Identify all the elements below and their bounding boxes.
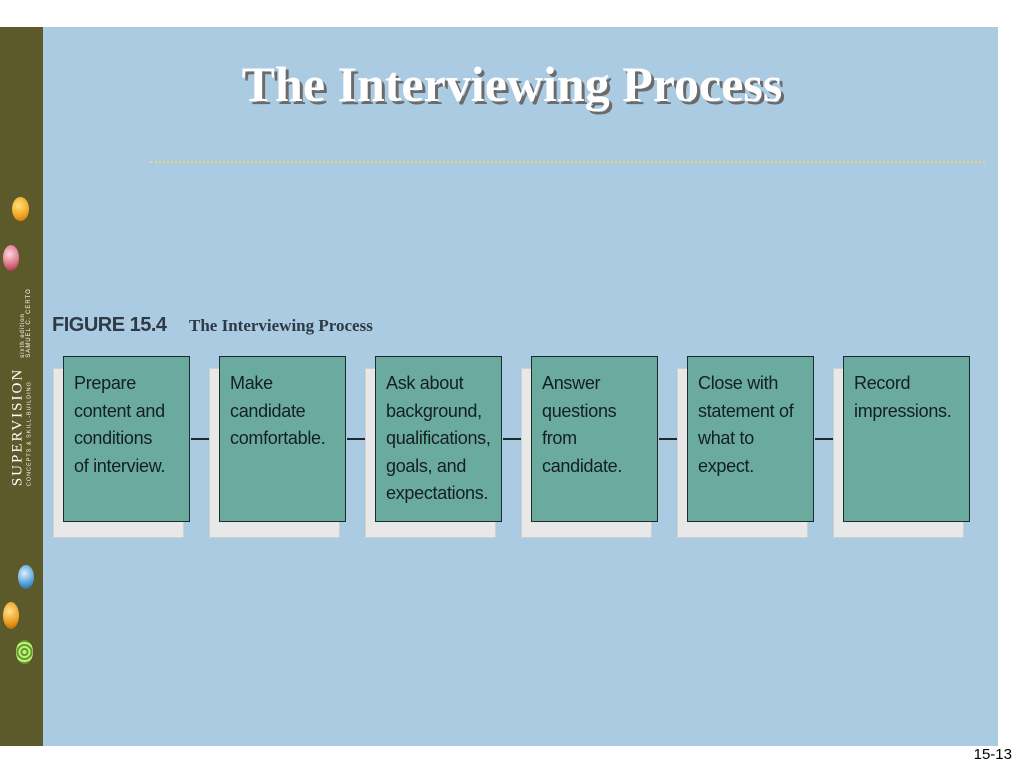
brand-text: SUPERVISION CONCEPTS & SKILL-BUILDING [10,368,33,486]
slide-number: 15-13 [973,746,1012,763]
brand-sidebar: sixth edition SAMUEL C. CERTO SUPERVISIO… [0,27,43,746]
process-step-5: Close with statement of what to expect. [687,356,814,522]
amber-gem-icon [3,602,19,629]
edition-author-text: sixth edition SAMUEL C. CERTO [20,288,32,358]
title-divider [150,161,985,163]
process-step-6-text: Record impressions. [854,373,952,421]
figure-caption: FIGURE 15.4 The Interviewing Process [52,314,373,337]
figure-label: FIGURE 15.4 [52,314,167,336]
process-step-4-text: Answer questions from candidate. [542,373,623,476]
process-step-3: Ask about background, qualifications, go… [375,356,502,522]
brand-subtitle: CONCEPTS & SKILL-BUILDING [26,381,33,487]
process-step-4: Answer questions from candidate. [531,356,658,522]
process-step-1: Prepare content and conditions of interv… [63,356,190,522]
slide-title: The Interviewing Process [241,56,783,112]
green-spiral-icon [16,640,33,664]
author-label: SAMUEL C. CERTO [26,288,32,358]
process-step-2: Make candidate comfortable. [219,356,346,522]
process-step-3-text: Ask about background, qualifications, go… [386,373,491,503]
figure-title: The Interviewing Process [189,316,373,335]
blue-gem-icon [18,565,34,589]
orange-gem-icon [12,197,29,221]
pink-gem-icon [3,245,19,271]
brand-name: SUPERVISION [9,367,26,487]
process-step-6: Record impressions. [843,356,970,522]
process-step-2-text: Make candidate comfortable. [230,373,326,448]
process-step-1-text: Prepare content and conditions of interv… [74,373,166,476]
process-step-5-text: Close with statement of what to expect. [698,373,794,476]
